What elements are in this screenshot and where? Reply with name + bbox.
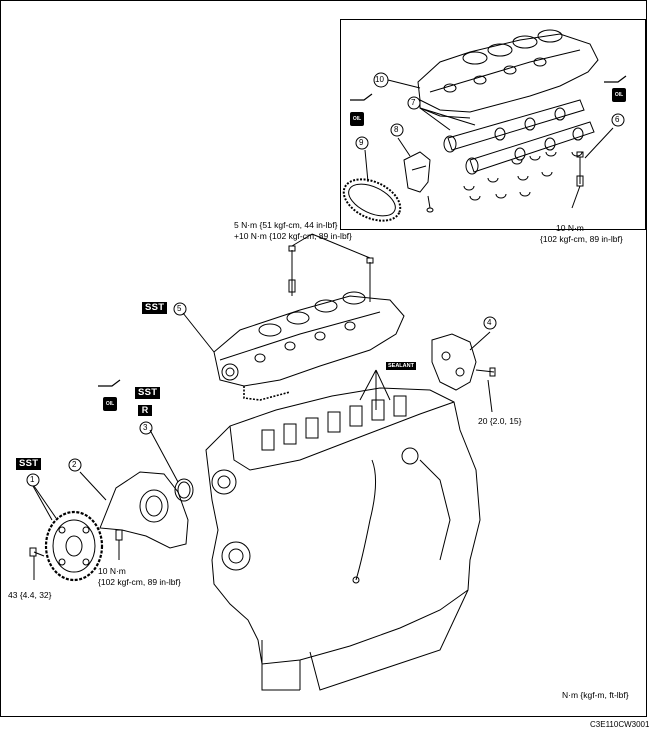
inset-leader-lines	[364, 79, 614, 209]
units-note: N·m {kgf-m, ft-lbf}	[562, 690, 629, 700]
cylinder-block	[205, 369, 481, 691]
callout-3: 3	[143, 423, 148, 432]
torque-cover-line2: {102 kgf-cm, 89 in-lbf}	[98, 577, 181, 587]
torque-head-line2: +10 N·m {102 kgf-cm, 89 in-lbf}	[234, 231, 352, 241]
engine-bracket	[431, 331, 496, 413]
sst-badge-head: SST	[142, 302, 168, 314]
pulley-leader	[32, 485, 53, 521]
oil-can-icon: OIL	[103, 397, 117, 411]
sealant-badge: SEALANT	[386, 362, 416, 370]
callout-2: 2	[72, 460, 77, 469]
cylinder-head	[213, 291, 405, 401]
callout-9: 9	[359, 138, 364, 147]
callout-1: 1	[30, 475, 35, 484]
replace-badge: R	[138, 405, 152, 416]
head-leader	[182, 312, 215, 353]
timing-cover	[79, 471, 189, 560]
head-bolts	[288, 233, 374, 302]
camshaft-pulley	[29, 485, 104, 582]
torque-bracket: 20 {2.0, 15}	[478, 416, 522, 426]
oil-can-icon: OIL	[350, 112, 364, 126]
callout-5: 5	[177, 304, 182, 313]
oil-can-icon-group	[98, 75, 627, 387]
callout-6: 6	[615, 115, 620, 124]
callout-10: 10	[375, 75, 384, 84]
sst-badge-seal: SST	[135, 387, 161, 399]
cam-cap-assembly	[417, 29, 599, 119]
sst-badge-pulley: SST	[16, 458, 42, 470]
torque-cover-line1: 10 N·m	[98, 566, 126, 576]
inset-cap-bolt	[576, 151, 584, 187]
oil-can-icon: OIL	[612, 88, 626, 102]
callout-circles	[26, 72, 625, 487]
torque-inset-line1: 10 N·m	[556, 223, 584, 233]
front-oil-seal	[149, 429, 194, 502]
camshafts	[443, 99, 595, 175]
callout-4: 4	[487, 318, 492, 327]
chain-tensioner	[403, 151, 434, 213]
bearing-shells	[463, 151, 583, 201]
callout-7: 7	[411, 98, 416, 107]
torque-head-line1: 5 N·m {51 kgf-cm, 44 in-lbf}	[234, 220, 338, 230]
torque-pulley: 43 {4.4, 32}	[8, 590, 52, 600]
diagram-frame	[0, 0, 647, 717]
camshaft-detail-inset	[340, 19, 646, 230]
callout-8: 8	[394, 125, 399, 134]
timing-chain	[342, 178, 402, 222]
figure-code: C3E110CW3001	[590, 720, 649, 729]
torque-inset-line2: {102 kgf-cm, 89 in-lbf}	[540, 234, 623, 244]
